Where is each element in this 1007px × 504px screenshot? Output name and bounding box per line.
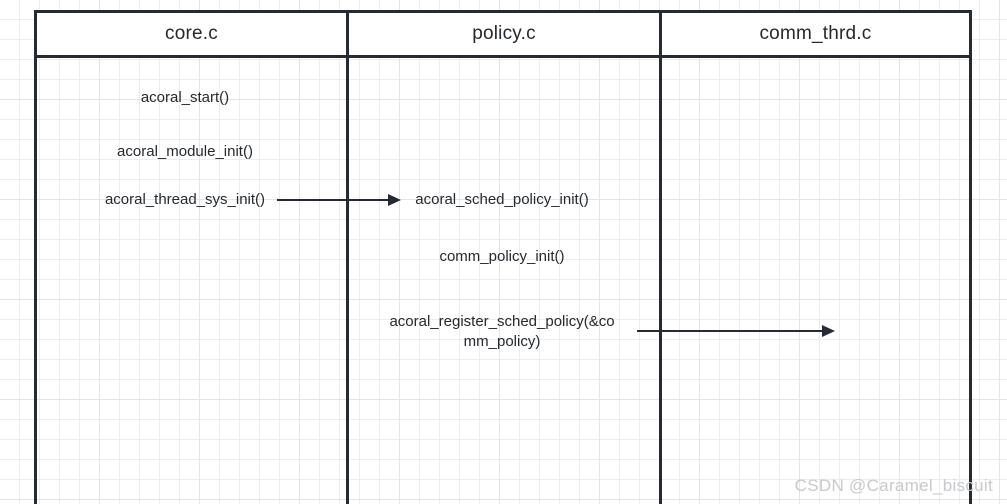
column-header-policy[interactable]: policy.c [349,13,662,55]
message-label-comm-policy-init[interactable]: comm_policy_init() [439,248,565,265]
column-header-comm-thrd[interactable]: comm_thrd.c [759,23,872,44]
message-label-acoral-register-sched-policy[interactable]: acoral_register_sched_policy(&co mm_poli… [389,313,615,350]
lane-divider-core-policy [346,58,349,504]
message-label-acoral-start[interactable]: acoral_start() [140,89,230,106]
message-label-acoral-sched-policy-init[interactable]: acoral_sched_policy_init() [415,191,589,208]
message-label-acoral-thread-sys-init[interactable]: acoral_thread_sys_init() [104,191,266,208]
lane-divider-policy-comm-thrd [659,58,662,504]
message-label-acoral-module-init[interactable]: acoral_module_init() [117,143,253,160]
column-header-row: core.c policy.c comm_thrd.c [34,10,972,58]
column-header-core[interactable]: core.c [37,13,349,55]
watermark-text: CSDN @Caramel_biscuit [794,476,993,495]
